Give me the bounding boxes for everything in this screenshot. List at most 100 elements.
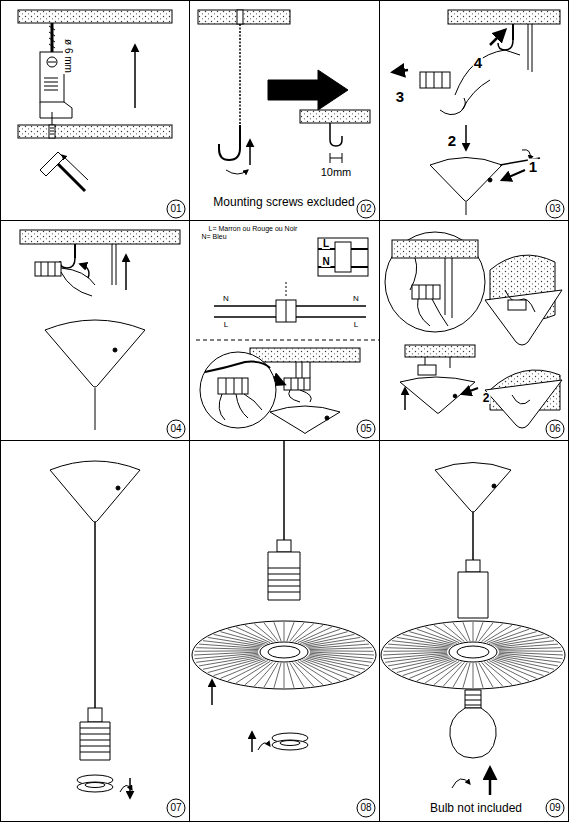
panel-09-bulb [450, 708, 496, 758]
panel-09-bulb [492, 484, 496, 488]
panel-02-hook [198, 10, 290, 24]
panel-03-canopy-open [465, 125, 467, 150]
panel-01-drilling [52, 112, 53, 125]
panel-02-hook [330, 123, 342, 146]
panel-08-shade [251, 732, 253, 752]
panel-02-hook [226, 170, 248, 174]
shade-pleat [264, 623, 278, 641]
panel-09-bulb [435, 463, 511, 513]
panel-number: 05 [359, 424, 372, 434]
panel-08-shade [277, 540, 291, 552]
panel-02-hook [239, 24, 241, 125]
panel-08-shade [268, 646, 300, 658]
panel-03-canopy-open [448, 10, 560, 24]
panel-08-shade [192, 621, 376, 689]
shade-pleat [293, 662, 314, 686]
panel-01-drilling [18, 125, 172, 138]
panel-09-bulb [458, 572, 488, 618]
shade-pleat [220, 660, 265, 679]
shade-pleat [417, 629, 457, 643]
panel-07-pendant [80, 728, 110, 752]
panel-number: 06 [548, 424, 561, 434]
panel-number-circles [167, 200, 185, 218]
panel-05-wiring [200, 352, 276, 428]
panel-number: 08 [359, 803, 372, 813]
panel-04-hang [113, 348, 117, 352]
panel-06-closing [419, 285, 433, 299]
panel-08-shade [211, 680, 213, 705]
panel-05-wiring [214, 306, 366, 317]
panel-07-pendant [77, 782, 113, 792]
panel-02-hook [198, 10, 370, 174]
shade-pleat [425, 661, 459, 683]
shade-pleat [479, 623, 493, 641]
panel-02-hook [249, 140, 251, 165]
shade-pleat [453, 663, 467, 687]
panel-03-canopy-open [490, 30, 505, 45]
panel-number: 07 [169, 803, 182, 813]
shade-pleat [309, 648, 371, 650]
panel-06-closing [410, 258, 452, 318]
shade-pleat [236, 627, 270, 643]
panel-05-wiring [325, 416, 329, 420]
panel-number-circles [546, 200, 564, 218]
panel-01-drilling [49, 26, 55, 48]
panel-02-hook [268, 70, 348, 110]
panel-05-wiring [291, 378, 304, 390]
panel-04-hang [45, 320, 145, 387]
panel-06-closing [400, 377, 475, 414]
shade-pleat [487, 661, 521, 683]
shade-pleat [264, 663, 278, 687]
panel-06-closing [512, 395, 530, 404]
shade-pleat [409, 660, 454, 679]
grid-frame [189, 0, 190, 822]
panel-06-closing [418, 299, 449, 326]
panel-08-shade [260, 642, 308, 662]
panel-06-closing [485, 380, 562, 428]
terminal-label: N [321, 257, 330, 267]
shade-pleat [195, 653, 259, 658]
panel-06-closing [385, 232, 562, 428]
panel-09-bulb [452, 779, 470, 788]
panel-01-drilling [58, 164, 85, 191]
panel-06-closing [405, 345, 475, 357]
shade-pleat [476, 622, 483, 641]
panel-number-circles [546, 420, 564, 438]
panel-05-wiring [250, 348, 360, 362]
panel-07-pendant [80, 722, 110, 760]
shade-pleat [228, 629, 268, 643]
panel-05-wiring [196, 340, 379, 341]
shade-pleat [493, 659, 543, 676]
shade-pleat [290, 663, 304, 687]
shade-pleat [306, 637, 360, 646]
panel-01-drilling [134, 45, 136, 108]
panel-05-wiring [218, 378, 248, 394]
panel-01-drilling [40, 152, 64, 176]
panel-07-pendant [50, 461, 140, 798]
panel-05-wiring [270, 406, 340, 434]
panel-number-circles [546, 799, 564, 817]
shade-pleat [302, 632, 347, 645]
legend-note: N= Bleu [200, 233, 227, 240]
dimension-label: ø 6 mm [63, 38, 73, 74]
panel-04-hang [74, 244, 76, 258]
panel-04-hang [35, 262, 61, 276]
panel-01-drilling [48, 62, 56, 63]
panel-04-hang [20, 230, 180, 430]
panel-03-canopy-open [466, 202, 467, 215]
step-number: 2 [482, 392, 491, 404]
shade-pleat [383, 652, 447, 655]
panel-04-hang [20, 230, 180, 244]
panel-03-canopy-open [393, 70, 408, 72]
panel-09-bulb [465, 690, 481, 708]
panel-03-canopy-open [426, 72, 442, 88]
shade-pleat [473, 663, 474, 688]
shade-pleat [287, 663, 294, 688]
shade-pleat [495, 637, 549, 646]
panel-04-hang [95, 388, 96, 430]
